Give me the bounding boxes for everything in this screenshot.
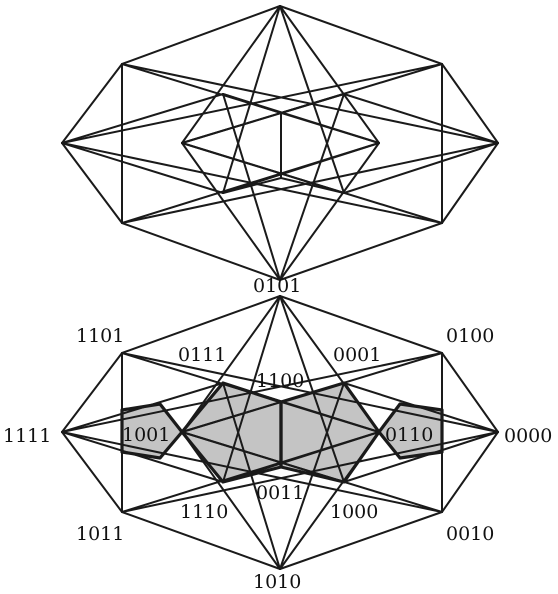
top-graph-edge <box>222 142 380 194</box>
top-graph-edge <box>279 142 380 281</box>
top-graph-edge <box>343 142 499 194</box>
vertex-label-0001: 0001 <box>333 344 381 366</box>
vertex-label-0000: 0000 <box>504 425 552 447</box>
top-graph-edge <box>222 93 281 281</box>
bottom-graph-edge <box>121 511 281 570</box>
vertex-label-0111: 0111 <box>178 344 226 366</box>
vertex-label-1000: 1000 <box>330 501 378 523</box>
top-graph-edge <box>279 222 443 281</box>
shaded-region-left-small <box>122 404 182 458</box>
top-graph-edge <box>279 5 380 144</box>
top-graph-edge <box>181 142 281 281</box>
top-graph-edge <box>121 222 281 281</box>
vertex-label-1001: 1001 <box>122 424 170 446</box>
vertex-label-1110: 1110 <box>180 501 228 523</box>
bottom-graph-edge <box>181 295 281 433</box>
top-graph-edge <box>61 63 123 144</box>
top-graph-edge <box>61 142 224 194</box>
bottom-graph-edge <box>121 295 281 354</box>
top-graph-edge <box>121 5 281 65</box>
top-graph-edge <box>279 5 345 194</box>
bottom-graph-edge <box>61 431 123 513</box>
highlighted-cycle-center-right <box>279 381 381 484</box>
vertex-label-1100: 1100 <box>256 370 304 392</box>
top-graph-edges <box>61 5 499 281</box>
top-graph-edge <box>222 5 281 194</box>
bottom-graph-edge <box>222 295 281 483</box>
top-graph-edge <box>61 142 123 224</box>
vertex-label-0011: 0011 <box>256 482 304 504</box>
top-graph-edge <box>441 63 499 144</box>
top-graph-edge <box>181 93 345 144</box>
top-graph-edge <box>279 5 443 65</box>
bottom-graph-edge <box>61 431 224 483</box>
shaded-region-center-right <box>281 383 379 482</box>
bottom-graph-edge <box>279 295 443 354</box>
bottom-graph-edge <box>441 431 499 513</box>
top-graph-edge <box>222 93 380 144</box>
bottom-graph-edge <box>61 352 123 433</box>
bottom-graph-edge <box>279 295 345 483</box>
top-graph-edge <box>61 93 224 144</box>
bottom-graph-edge <box>441 352 499 433</box>
top-graph-edge <box>181 5 281 144</box>
vertex-label-1101: 1101 <box>76 325 124 347</box>
bottom-graph-edge <box>279 511 443 570</box>
bottom-graph-edge <box>181 431 281 570</box>
vertex-labels: 0101 1101 0100 0111 0001 1100 1111 1001 … <box>3 275 552 593</box>
vertex-label-0110: 0110 <box>385 424 433 446</box>
vertex-label-0101: 0101 <box>253 275 301 297</box>
highlighted-cycle-left-small <box>120 402 184 460</box>
highlighted-cycle-right-small <box>377 402 444 460</box>
bottom-graph-edge <box>181 431 345 483</box>
top-graph-edge <box>181 142 345 194</box>
vertex-label-1011: 1011 <box>76 523 124 545</box>
shaded-region-center-left <box>182 383 281 482</box>
highlighted-cycles <box>120 381 444 484</box>
top-graph-edge <box>343 93 499 144</box>
vertex-label-0100: 0100 <box>446 325 494 347</box>
vertex-label-1111: 1111 <box>3 425 51 447</box>
vertex-label-1010: 1010 <box>253 571 301 593</box>
top-graph-edge <box>441 142 499 224</box>
vertex-label-0010: 0010 <box>446 523 494 545</box>
bottom-graph-edge <box>343 431 499 483</box>
top-graph-edge <box>279 93 345 281</box>
highlighted-cycle-center-left <box>180 381 283 484</box>
